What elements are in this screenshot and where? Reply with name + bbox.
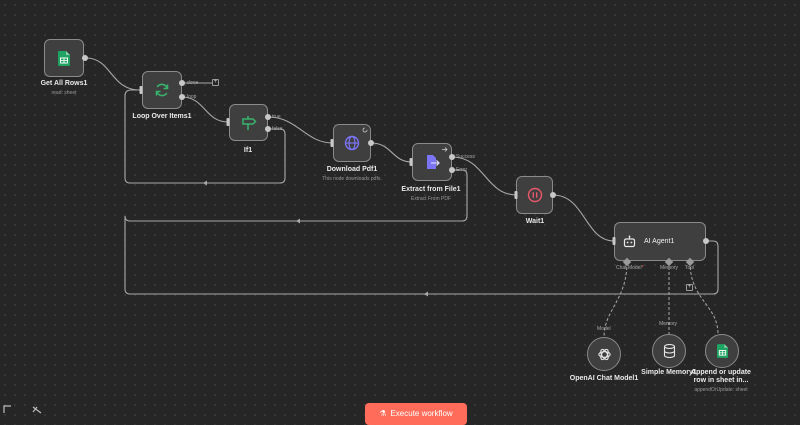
get-all-rows-subtitle: read: sheet [51,90,77,96]
wire-loop-if [181,96,229,123]
arrow-right-icon [442,147,448,152]
wire-if-download [267,116,334,144]
zoom-fit-icon[interactable] [2,404,16,418]
openai-chat-model-node[interactable] [587,337,621,371]
wire-download-extract [370,142,413,163]
if-true-port[interactable] [265,114,271,120]
loop-loop-port[interactable] [179,94,185,100]
chat-model-port-label: Chat Model* [616,265,644,271]
append-update-title-line1: Append or update [691,369,751,376]
download-pdf-node[interactable] [333,124,371,162]
if-input-port[interactable] [226,118,230,126]
clean-up-icon[interactable] [30,404,44,418]
wait-output-port[interactable] [550,192,556,198]
wire-extract-wait [451,156,518,196]
memory-node-port-label: Memory [659,321,678,327]
refresh-small-icon [362,127,368,133]
loop-done-port[interactable] [179,80,185,86]
robot-icon [623,235,636,248]
if-true-label: true [272,114,281,120]
ai-agent-node[interactable]: AI Agent1 [614,222,706,261]
refresh-icon [155,83,169,97]
append-update-node[interactable] [705,334,739,368]
loop-input-port[interactable] [139,86,143,94]
loop-over-items-title: Loop Over Items1 [132,113,192,120]
simple-memory-title: Simple Memory1 [641,369,697,376]
wire-agent-back [124,216,719,295]
wait-title: Wait1 [525,218,545,225]
download-pdf-title: Download Pdf1 [326,166,378,173]
download-pdf-subtitle: This node downloads pdfs. [322,176,382,182]
file-export-icon [427,155,440,169]
download-output-port[interactable] [368,140,374,146]
add-node-button[interactable]: + [212,79,219,86]
signpost-icon [241,115,257,130]
extract-from-file-title: Extract from File1 [401,186,461,193]
connection-lines [85,57,719,338]
memory-port-label: Memory [660,265,679,271]
simple-memory-node[interactable] [652,334,686,368]
wire-extract-error-back [124,169,468,222]
loop-over-items-node[interactable] [142,71,182,109]
wire-tool-append [689,261,719,335]
wire-wait-agent [552,194,615,242]
globe-icon [344,135,360,151]
if-false-label: false [272,126,283,132]
append-update-subtitle: appendOrUpdate: sheet [694,387,748,393]
ai-agent-input-port[interactable] [612,237,616,245]
add-tool-button[interactable]: + [686,284,693,291]
extract-error-label: Error [456,167,468,173]
database-icon [663,344,675,358]
wire-model-chat [603,261,628,338]
if-false-port[interactable] [265,126,271,132]
wait-node[interactable] [516,176,553,214]
google-sheets-icon [716,344,728,358]
download-input-port[interactable] [330,139,334,147]
extract-from-file-subtitle: Extract From PDF [410,196,452,202]
openai-icon [597,348,611,360]
loop-done-label: done [187,80,199,86]
extract-success-label: Success [456,154,475,160]
pause-icon [527,187,542,203]
ai-agent-output-port[interactable] [703,238,709,244]
if-title: If1 [243,147,253,154]
wait-input-port[interactable] [514,191,518,199]
extract-input-port[interactable] [409,158,413,166]
extract-error-port[interactable] [449,167,455,173]
extract-from-file-node[interactable] [412,143,452,181]
get-all-rows-output-port[interactable] [82,55,88,61]
if-node[interactable] [229,104,268,141]
wire-getrows-loop [85,57,141,91]
extract-success-port[interactable] [449,154,455,160]
google-sheets-icon [58,50,70,66]
get-all-rows-title: Get All Rows1 [40,80,88,87]
get-all-rows-node[interactable] [44,39,84,77]
openai-chat-model-title: OpenAI Chat Model1 [569,375,639,382]
tool-port-label: Tool [685,265,695,271]
openai-port-label: Model [597,326,611,332]
ai-agent-title: AI Agent1 [644,238,675,245]
loop-loop-label: loop [187,94,197,100]
append-update-title-line2: row in sheet in... [693,377,749,384]
execute-workflow-button[interactable]: ⚗ Execute workflow [365,403,467,425]
